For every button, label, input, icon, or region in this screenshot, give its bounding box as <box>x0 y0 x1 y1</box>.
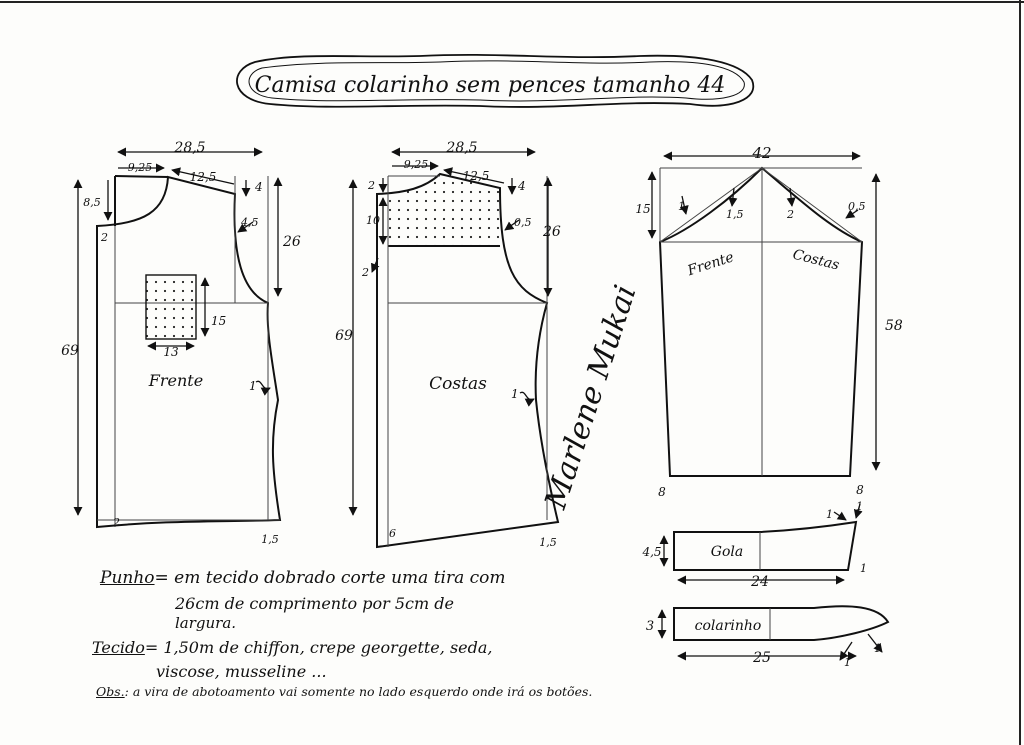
sleeve-back-label: Costas <box>791 247 841 274</box>
sleeve-mark-front-1: 1 <box>678 200 685 213</box>
fabric-text-1: = 1,50m de chiffon, crepe georgette, sed… <box>144 638 493 657</box>
front-armhole-curve: 4,5 <box>240 216 259 229</box>
front-neck-depth: 8,5 <box>83 196 101 209</box>
collar-mark-b: 1 <box>874 642 881 655</box>
collar-stand-label: Gola <box>711 544 743 560</box>
front-armhole-depth: 26 <box>282 234 301 250</box>
sleeve-hem-left: 8 <box>658 485 666 499</box>
obs-text: : a vira de abotoamento vai somente no l… <box>124 684 593 699</box>
front-total-length: 69 <box>61 343 79 359</box>
back-width-top: 28,5 <box>445 140 477 156</box>
front-hem-side: 1,5 <box>261 533 279 546</box>
page-title: Camisa colarinho sem pences tamanho 44 <box>255 73 726 98</box>
front-bodice-piece: 28,5 9,25 12,5 4 8,5 2 4,5 26 69 15 13 F… <box>61 140 301 546</box>
back-hem-mark: 6 <box>389 527 396 540</box>
sleeve-piece: 42 15 1 1,5 2 0,5 Frente Costas 58 8 8 <box>635 144 903 499</box>
sleeve-mark-front-2: 1,5 <box>726 208 744 221</box>
author-signature: Marlene Mukai <box>538 281 643 514</box>
front-pocket <box>145 274 197 340</box>
sleeve-front-label: Frente <box>685 249 736 279</box>
sleeve-mark-back-1: 2 <box>786 208 794 221</box>
back-hem-side: 1,5 <box>539 536 557 549</box>
front-pocket-height: 15 <box>211 314 226 328</box>
collar-stand-mark-bottom: 1 <box>860 562 867 575</box>
front-label: Frente <box>148 371 203 390</box>
back-shoulder-drop: 4 <box>517 179 526 193</box>
collar-height: 3 <box>646 619 654 634</box>
cuff-note-line2: 26cm de comprimento por 5cm de <box>175 594 454 613</box>
back-neck-depth: 2 <box>367 179 375 192</box>
collar-stand-mark-top2: 1 <box>856 500 863 513</box>
cuff-key: Punho <box>100 568 155 588</box>
cuff-note-line3: largura. <box>175 614 237 632</box>
back-yoke-depth: 10 <box>366 214 380 227</box>
collar-stand-length: 24 <box>750 574 769 590</box>
obs-note: Obs.: a vira de abotoamento vai somente … <box>96 684 592 699</box>
collar-length: 25 <box>752 650 771 666</box>
front-hem-mark: 2 <box>112 516 120 529</box>
front-neck-width: 9,25 <box>128 161 153 174</box>
back-armhole-depth: 26 <box>542 224 561 240</box>
sleeve-hem-right: 8 <box>856 483 864 497</box>
back-total-length: 69 <box>335 328 353 344</box>
obs-key: Obs. <box>96 684 125 699</box>
collar-stand-mark-top: 1 <box>826 508 833 521</box>
title-cartouche: Camisa colarinho sem pences tamanho 44 <box>236 53 755 108</box>
sleeve-width: 42 <box>751 144 771 162</box>
front-shoulder-drop: 4 <box>254 180 263 194</box>
fabric-note-line1: Tecido= 1,50m de chiffon, crepe georgett… <box>92 638 492 657</box>
sleeve-cap-height: 15 <box>635 202 650 216</box>
cuff-text-1: = em tecido dobrado corte uma tira com <box>154 568 506 588</box>
sleeve-mark-back-2: 0,5 <box>848 200 866 213</box>
back-neck-width: 9,25 <box>404 158 429 171</box>
collar-stand-height: 4,5 <box>641 545 661 559</box>
collar-stand-piece: 4,5 Gola 24 1 1 1 <box>641 500 867 590</box>
collar-piece: 3 colarinho 25 1 1 <box>646 605 890 669</box>
front-pocket-width: 13 <box>163 345 179 359</box>
fabric-note-line2: viscose, musseline ... <box>156 662 327 681</box>
front-width-top: 28,5 <box>173 140 205 156</box>
back-side-mark: 1 <box>511 387 519 401</box>
front-side-mark: 1 <box>249 379 257 393</box>
cuff-note-line1: Punho= em tecido dobrado corte uma tira … <box>100 568 506 588</box>
fabric-key: Tecido <box>92 638 145 657</box>
signature-text: Marlene Mukai <box>538 281 643 514</box>
back-bodice-piece: 28,5 9,25 12,5 4 2 10 2 0,5 26 69 Costas… <box>335 140 561 549</box>
collar-label: colarinho <box>695 618 762 634</box>
sleeve-length: 58 <box>885 318 903 334</box>
back-yoke-mark: 2 <box>361 266 369 279</box>
collar-mark-a: 1 <box>844 656 851 669</box>
front-shoulder: 12,5 <box>190 170 217 184</box>
back-shoulder: 12,5 <box>463 169 490 183</box>
back-label: Costas <box>429 374 487 394</box>
front-neck-mark: 2 <box>100 231 108 244</box>
back-armhole-curve: 0,5 <box>514 216 532 229</box>
